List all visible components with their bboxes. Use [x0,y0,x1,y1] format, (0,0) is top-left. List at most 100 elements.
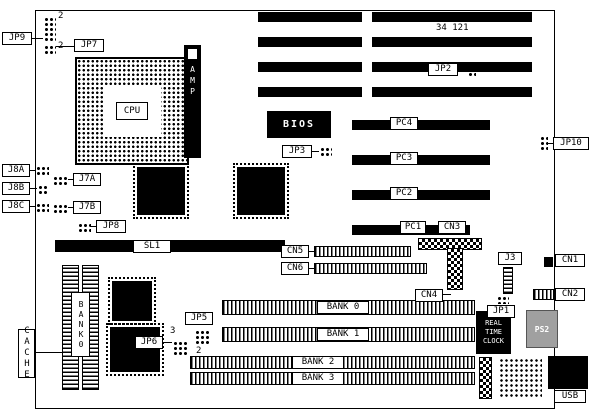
label-jp9: JP9 [2,32,32,45]
label-j3: J3 [498,252,522,265]
label-bank2: BANK 2 [292,356,344,369]
label-j8b: J8B [2,182,30,195]
leader-line [56,46,74,47]
j8a-connector [35,165,49,176]
label-j8c: J8C [2,200,30,213]
label-j7b: J7B [73,201,101,214]
label-pc2: PC2 [390,187,418,200]
amp-regulator: AMP [184,45,201,158]
leader-line [309,268,314,269]
jp7-jumper-block [43,44,56,56]
ps2-connector: PS2 [526,310,558,348]
isa-slot [258,87,362,97]
leader-line [30,206,35,207]
label-sl1: SL1 [133,240,171,253]
label-pc1: PC1 [400,221,426,234]
qfp-chip [233,163,289,219]
pci-slot-pc3 [352,155,490,165]
qfp-chip [108,277,156,325]
label-usb: USB [554,390,586,403]
part-number: 34 121 [436,23,469,33]
cn2-connector [533,289,554,300]
label-jp3: JP3 [282,145,312,158]
isa-slot [258,62,362,72]
cn4-connector [447,248,463,290]
label-cn5: CN5 [281,245,309,258]
jp10-jumper-block [539,135,548,152]
label-cn2: CN2 [555,288,585,301]
leader-line [309,251,314,252]
jp1-jumper-block [496,295,509,304]
pci-slot-pc4 [352,120,490,130]
label-pc4: PC4 [390,117,418,130]
cn5-connector [314,246,411,257]
label-j8a: J8A [2,164,30,177]
label-bank0: BANK 0 [317,301,369,314]
label-ps2: PS2 [534,324,550,334]
leader-line [32,38,43,39]
bios-chip: BIOS [267,111,331,138]
jp6-pin3-marker: 3 [170,326,176,336]
j3-connector [503,267,513,294]
leader-line [458,69,467,70]
leader-line [312,151,319,152]
leader-line [548,143,553,144]
pin-header-strip [479,357,492,399]
label-rtc-line2: TIME [485,327,502,336]
label-jp2: JP2 [428,63,458,76]
label-jp8: JP8 [96,220,126,233]
label-pc3: PC3 [390,152,418,165]
label-rtc-line1: REAL [485,318,502,327]
jp9-pin2-marker: 2 [58,11,64,21]
usb-connector [548,356,588,389]
cn1-connector [544,257,553,267]
label-jp6: JP6 [135,336,163,349]
cpu-socket-center: CPU [103,85,161,137]
isa-slot [258,12,362,22]
label-cn3: CN3 [438,221,466,234]
label-cpu: CPU [115,102,149,120]
leader-line [68,179,73,180]
leader-line [68,207,73,208]
pad-grid [498,357,542,397]
leader-line [35,352,62,353]
label-jp1: JP1 [487,305,515,318]
label-jp10: JP10 [553,137,589,150]
label-cache-bank0: BANK0 [71,292,90,357]
jp5-jumper-block [194,329,210,345]
jp5-pin2-marker: 2 [196,346,202,356]
j8b-connector [37,184,49,194]
isa-slot [372,87,532,97]
isa-slot [372,37,532,47]
label-j7a: J7A [73,173,101,186]
jp2-jumper-block [467,61,476,76]
leader-line [30,170,35,171]
cpu-socket: CPU [75,57,189,165]
label-bank1: BANK 1 [317,328,369,341]
pci-slot-pc2 [352,190,490,200]
j7a-connector [52,175,68,185]
leader-line [91,226,96,227]
label-jp7: JP7 [74,39,104,52]
real-time-clock-chip: REAL TIME CLOCK [476,311,511,354]
j7b-connector [52,203,68,213]
leader-line [163,342,172,343]
jp9-jumper-block [43,16,56,41]
cn6-connector [314,263,427,274]
label-cn6: CN6 [281,262,309,275]
label-cn4: CN4 [415,289,443,302]
jp6-jumper-block [172,340,188,356]
label-rtc-line3: CLOCK [482,337,505,346]
label-cn1: CN1 [555,254,585,267]
jp7-pin2-marker: 2 [58,41,64,51]
leader-line [443,294,451,295]
isa-slot [258,37,362,47]
label-bank3: BANK 3 [292,372,344,385]
qfp-chip [133,163,189,219]
label-amp: AMP [188,65,197,98]
amp-mark [188,49,197,59]
label-jp5: JP5 [185,312,213,325]
label-bios: BIOS [282,119,316,130]
qfp-chip [106,323,164,376]
